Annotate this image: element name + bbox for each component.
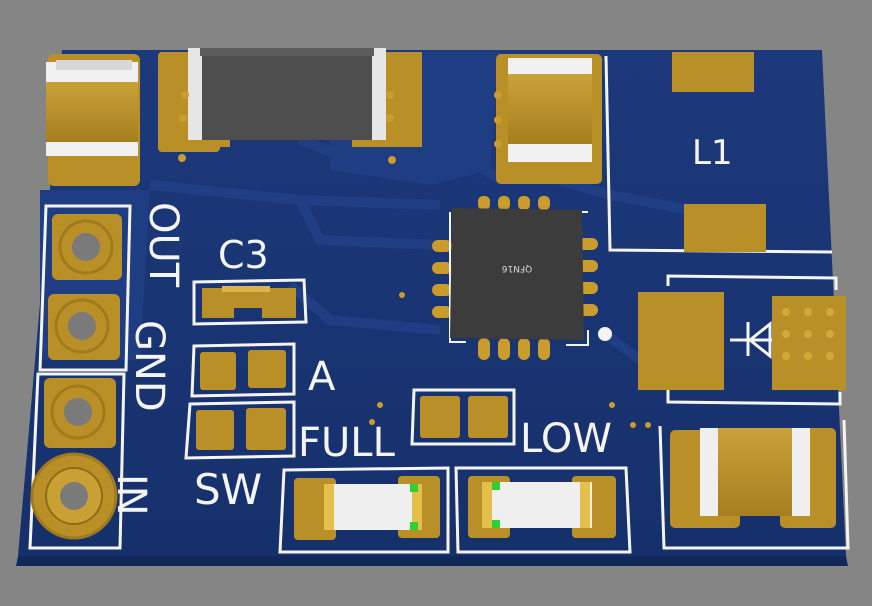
ceramic-capacitor-bottom-right: [658, 419, 850, 550]
header-pin-unused: [44, 378, 116, 448]
label-l1: L1: [692, 133, 733, 173]
led-full: [278, 466, 450, 554]
chip-marking: QFN16: [502, 263, 533, 273]
qfn16-chip: [432, 196, 612, 360]
header-pin-out: [52, 214, 122, 280]
header-pin-in: [30, 452, 118, 540]
jumper-sw: [184, 400, 296, 460]
label-a: A: [308, 354, 336, 400]
diode: [638, 274, 846, 406]
label-in: IN: [108, 474, 154, 516]
vias: [178, 91, 651, 428]
label-c3: C3: [218, 233, 269, 277]
capacitor-c3: [192, 278, 308, 326]
header-pin-gnd: [48, 294, 120, 360]
label-full: FULL: [298, 420, 396, 466]
inductor-l1: [604, 52, 833, 254]
power-resistor: [188, 48, 386, 140]
label-gnd: GND: [126, 320, 172, 412]
jumper-a: [190, 342, 296, 398]
ceramic-capacitor: [46, 60, 138, 156]
led-low: [454, 466, 632, 554]
ceramic-capacitor: [508, 58, 592, 162]
label-sw: SW: [194, 465, 262, 514]
board-edge: [16, 556, 848, 566]
label-out: OUT: [140, 202, 186, 288]
label-low: LOW: [520, 416, 612, 462]
jumper-center: [410, 388, 516, 446]
